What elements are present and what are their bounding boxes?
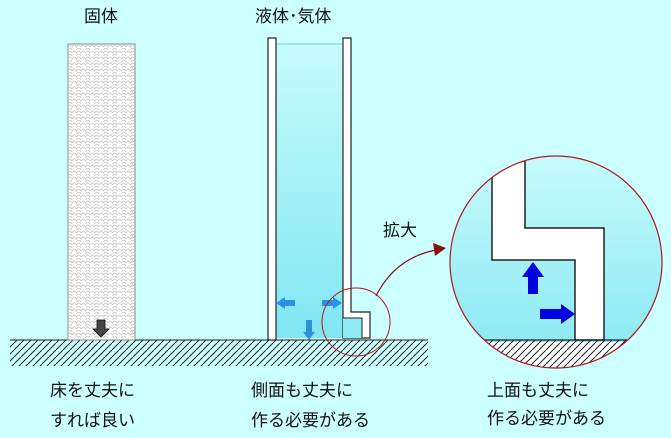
arrow-right-bold-icon	[540, 304, 575, 324]
ground	[10, 339, 428, 366]
zoom-caption-line-1: 上面も丈夫に	[487, 381, 589, 401]
fluid-caption-line-2: 作る必要がある	[251, 411, 370, 431]
solid-title: 固体	[84, 7, 118, 27]
solid-caption-line-2: すれば良い	[50, 411, 135, 431]
solid-caption-line-1: 床を丈夫に	[50, 381, 135, 401]
fluid-title: 液体･気体	[255, 7, 332, 27]
arrow-down-blue-icon	[303, 320, 315, 340]
arrow-right-icon	[322, 297, 342, 309]
magnifier-arrowhead	[433, 243, 446, 256]
zoom-caption-line-2: 作る必要がある	[487, 409, 606, 429]
solid-block-texture	[69, 45, 134, 339]
zoom-circle	[449, 155, 663, 369]
magnifier-connector	[375, 249, 437, 297]
zoom-label: 拡大	[383, 221, 417, 241]
arrow-up-icon	[522, 262, 544, 294]
arrow-down-icon	[92, 319, 110, 338]
fluid-caption-line-1: 側面も丈夫に	[251, 381, 353, 401]
liquid-container	[267, 37, 371, 341]
arrow-left-icon	[276, 297, 295, 309]
magnifier-source-circle	[321, 287, 391, 357]
